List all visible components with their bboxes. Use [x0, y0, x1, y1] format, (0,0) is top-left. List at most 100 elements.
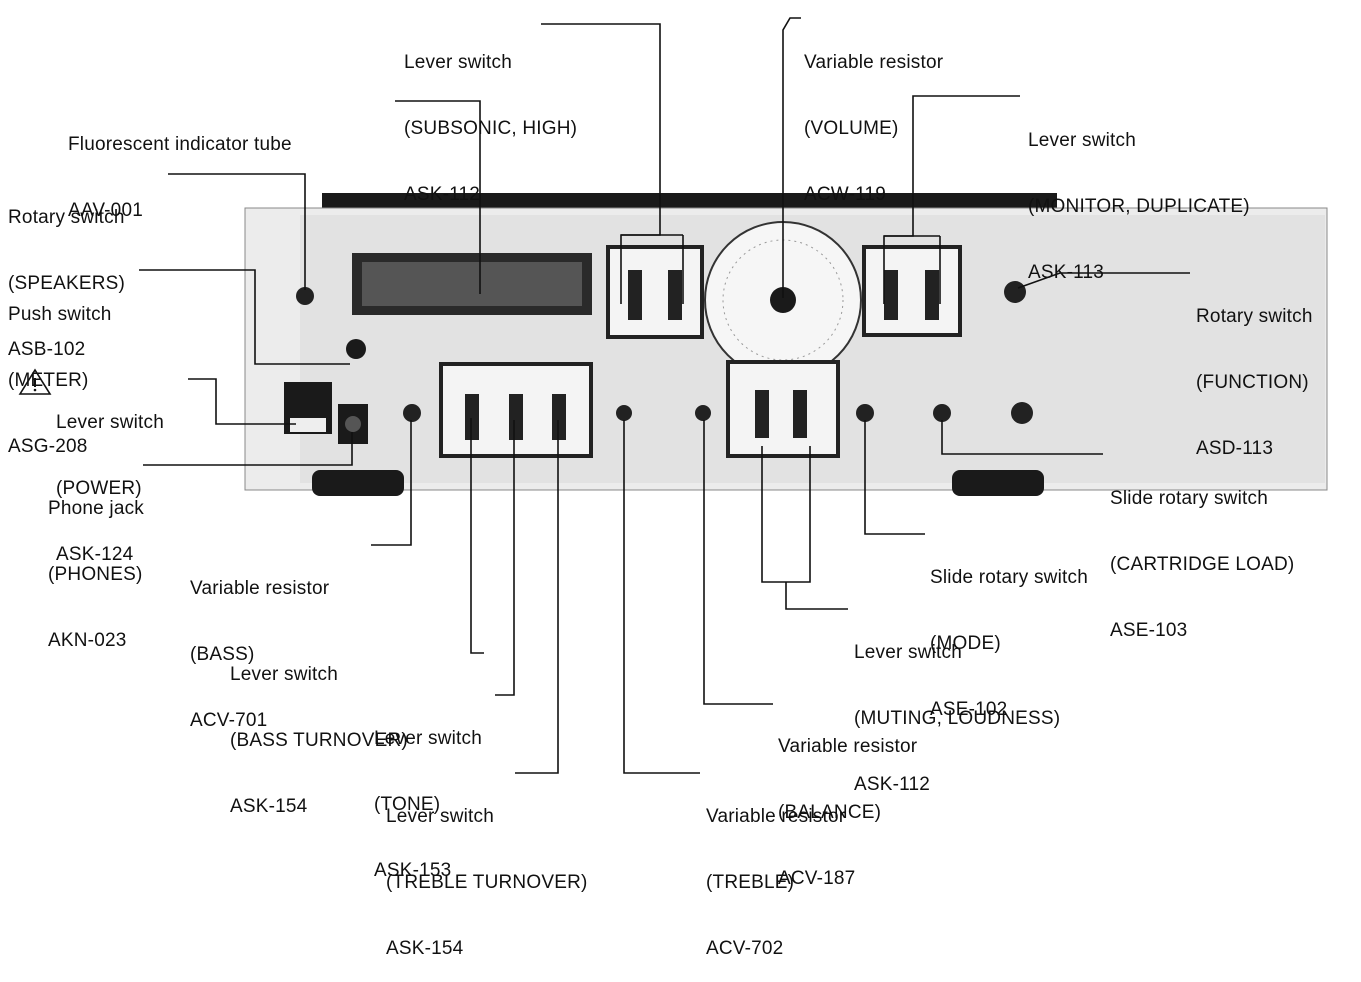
- label-line: Lever switch: [854, 642, 962, 663]
- label-line: (MODE): [930, 633, 1001, 654]
- leader-muting: [785, 582, 848, 610]
- label-line: ASK-112: [854, 774, 931, 795]
- cartridge-load-knob: [933, 404, 951, 422]
- duplicate-lever: [925, 270, 939, 320]
- label-line: Lever switch: [56, 412, 164, 433]
- label-line: ASK-112: [404, 184, 481, 205]
- label-line: Lever switch: [374, 728, 482, 749]
- treble-knob: [616, 405, 632, 421]
- label-line: Variable resistor: [804, 52, 944, 73]
- label-line: ASG-208: [8, 436, 88, 457]
- subsonic-high-block: [606, 245, 704, 339]
- label-line: Push switch: [8, 304, 112, 325]
- label-line: Variable resistor: [778, 736, 918, 757]
- label-line: (SUBSONIC, HIGH): [404, 118, 578, 139]
- label-volume: Variable resistor (VOLUME) ACW-119: [804, 8, 943, 228]
- leader-meter: [139, 269, 350, 365]
- label-bass-turnover: Lever switch (BASS TURNOVER) ASK-154: [230, 620, 408, 840]
- leader-treble-turnover: [515, 420, 559, 774]
- label-cartridge-load: Slide rotary switch (CARTRIDGE LOAD) ASE…: [1110, 444, 1294, 664]
- leader-cartridge-load: [941, 420, 1103, 455]
- label-mode: Slide rotary switch (MODE) ASE-102: [930, 523, 1088, 743]
- label-line: (SPEAKERS): [8, 273, 126, 294]
- label-line: (POWER): [56, 478, 142, 499]
- fluorescent-display-inner: [362, 262, 582, 306]
- leader-fluorescent: [395, 100, 481, 294]
- treble-turnover-lever: [552, 394, 566, 440]
- label-line: Lever switch: [1028, 130, 1136, 151]
- label-bass: Variable resistor (BASS) ACV-701: [190, 534, 329, 754]
- label-meter: Push switch (METER) ASG-208: [8, 260, 112, 480]
- label-line: (METER): [8, 370, 89, 391]
- phones-jack-socket: [345, 416, 361, 432]
- label-line: (BALANCE): [778, 802, 882, 823]
- leader-phones: [143, 432, 353, 466]
- label-line: (TREBLE): [706, 872, 795, 893]
- monitor-duplicate-block: [862, 245, 962, 337]
- warning-icon: [18, 368, 52, 395]
- leader-speakers: [168, 173, 306, 290]
- label-line: ASK-154: [386, 938, 464, 959]
- leader-tone: [495, 420, 515, 696]
- leader-bass-turnover: [470, 418, 484, 654]
- label-line: ASB-102: [8, 339, 86, 360]
- label-line: (TONE): [374, 794, 441, 815]
- label-line: Variable resistor: [706, 806, 846, 827]
- label-phones: Phone jack (PHONES) AKN-023: [48, 454, 144, 674]
- unlabeled-knob: [1011, 402, 1033, 424]
- panel-drawing: [18, 17, 1328, 774]
- label-line: (BASS): [190, 644, 255, 665]
- label-line: Slide rotary switch: [930, 567, 1088, 588]
- leader-treble: [623, 420, 700, 774]
- label-line: AKN-023: [48, 630, 127, 651]
- label-line: Lever switch: [386, 806, 494, 827]
- right-foot: [952, 470, 1044, 496]
- front-panel-diagram: Lever switch (SUBSONIC, HIGH) ASK-112 Va…: [8, 8, 1328, 959]
- label-treble-turnover: Lever switch (TREBLE TURNOVER) ASK-154: [386, 762, 588, 982]
- speakers-knob: [296, 287, 314, 305]
- muting-lever: [755, 390, 769, 438]
- label-monitor-duplicate: Lever switch (MONITOR, DUPLICATE) ASK-11…: [1028, 86, 1250, 306]
- label-line: (TREBLE TURNOVER): [386, 872, 588, 893]
- label-line: Rotary switch: [1196, 306, 1313, 327]
- label-line: Lever switch: [404, 52, 512, 73]
- high-lever: [668, 270, 682, 320]
- label-function: Rotary switch (FUNCTION) ASD-113: [1196, 262, 1313, 482]
- label-line: ACW-119: [804, 184, 887, 205]
- label-line: ACV-702: [706, 938, 784, 959]
- leader-volume: [782, 17, 801, 298]
- leader-function: [1017, 272, 1190, 289]
- bass-turnover-lever: [465, 394, 479, 440]
- label-line: ASK-113: [1028, 262, 1105, 283]
- label-line: (CARTRIDGE LOAD): [1110, 554, 1295, 575]
- mode-knob: [856, 404, 874, 422]
- label-line: (PHONES): [48, 564, 143, 585]
- muting-loudness-block: [726, 360, 840, 458]
- label-line: ASE-103: [1110, 620, 1188, 641]
- leader-bass: [371, 420, 412, 546]
- label-muting-loudness: Lever switch (MUTING, LOUDNESS) ASK-112: [854, 598, 1060, 818]
- bass-knob: [403, 404, 421, 422]
- label-line: (FUNCTION): [1196, 372, 1309, 393]
- left-foot: [312, 470, 404, 496]
- power-switch-window: [290, 418, 326, 432]
- label-line: Slide rotary switch: [1110, 488, 1268, 509]
- volume-knob: [770, 287, 796, 313]
- label-line: Rotary switch: [8, 207, 125, 228]
- meter-button: [346, 339, 366, 359]
- label-line: (MUTING, LOUDNESS): [854, 708, 1061, 729]
- leader-power: [188, 378, 296, 425]
- label-line: ASD-113: [1196, 438, 1274, 459]
- label-line: ASK-124: [56, 544, 134, 565]
- label-fluorescent: Fluorescent indicator tube AAV-001: [68, 90, 292, 244]
- label-subsonic-high: Lever switch (SUBSONIC, HIGH) ASK-112: [404, 8, 577, 228]
- label-line: ASK-154: [230, 796, 308, 817]
- label-line: Fluorescent indicator tube: [68, 134, 292, 155]
- label-line: Phone jack: [48, 498, 145, 519]
- label-line: (MONITOR, DUPLICATE): [1028, 196, 1250, 217]
- balance-knob: [695, 405, 711, 421]
- leader-muting-bracket: [761, 446, 811, 583]
- label-line: (BASS TURNOVER): [230, 730, 408, 751]
- label-treble: Variable resistor (TREBLE) ACV-702: [706, 762, 845, 982]
- label-line: ACV-701: [190, 710, 268, 731]
